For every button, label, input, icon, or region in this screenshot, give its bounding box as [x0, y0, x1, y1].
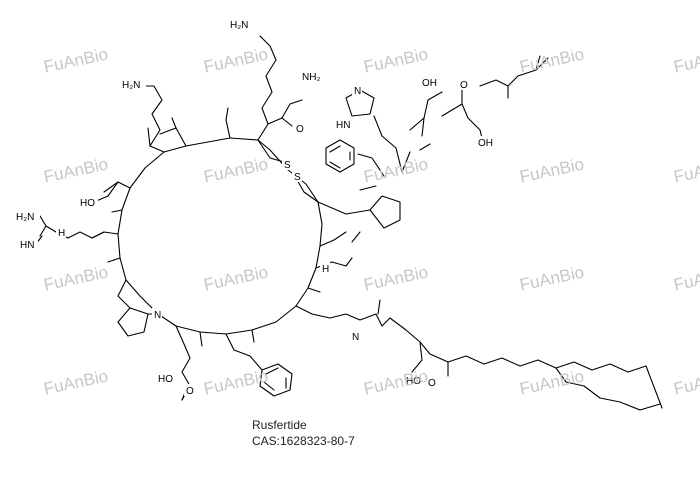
atom-ring-n: N — [154, 310, 161, 321]
phe-bottom — [249, 355, 293, 397]
ser-chain — [93, 181, 119, 203]
atom-asp-o: O — [460, 80, 468, 91]
atom-glu-ho: HO — [158, 374, 173, 385]
ring-bb-5 — [91, 231, 119, 239]
atom-lys-n: N — [352, 332, 359, 343]
ring-bb-3 — [147, 127, 165, 153]
atom-guan-hn: HN — [20, 240, 34, 251]
ring-co-1 — [171, 117, 177, 129]
atom-glu2-ho: HO — [406, 376, 421, 387]
compound-name: Rusfertide — [252, 418, 307, 432]
atom-his-hn: HN — [336, 120, 350, 131]
cas-number: CAS:1628323-80-7 — [252, 434, 355, 448]
macrocycle — [91, 107, 353, 359]
ring-bb-7 — [175, 325, 191, 359]
ring-bb-6 — [117, 279, 131, 309]
ring-bb-9 — [295, 305, 331, 319]
atom-nh2-amide: NH₂ — [302, 72, 320, 83]
ring-bb-8 — [225, 333, 251, 357]
lys-left-chain — [145, 85, 163, 147]
atom-guan-h2n: H₂N — [16, 212, 34, 223]
ring-bb-12 — [317, 201, 347, 215]
atom-labels: H₂N NH₂ O H₂N H₂N HN H HO S S HN N — [14, 18, 496, 397]
atom-thr-oh: OH — [422, 78, 437, 89]
atom-nh2-lys: H₂N — [122, 80, 140, 91]
atom-his-n: N — [354, 86, 361, 97]
atom-glu2-o: O — [428, 378, 436, 389]
ring-bb-1 — [159, 127, 187, 147]
atom-o-amide: O — [296, 124, 304, 135]
atom-s1: S — [284, 160, 291, 171]
ring-left-arc — [117, 137, 323, 335]
atom-h: H — [322, 264, 329, 275]
atom-glu-o: O — [186, 386, 194, 397]
atom-nh2-top: H₂N — [230, 20, 248, 31]
atom-s2: S — [294, 172, 301, 183]
atom-asp-oh: OH — [478, 138, 493, 149]
atom-ser-ho: HO — [80, 198, 95, 209]
disulfide-bridge — [257, 139, 319, 203]
ring-bb-2 — [225, 119, 231, 139]
ring-co-2 — [225, 107, 229, 121]
lys-amide-chain — [257, 35, 303, 141]
atom-guan-nh: H — [58, 228, 65, 239]
lipid-chain — [329, 299, 663, 411]
ring-bb-11 — [319, 231, 347, 247]
arg-chain — [35, 215, 105, 245]
